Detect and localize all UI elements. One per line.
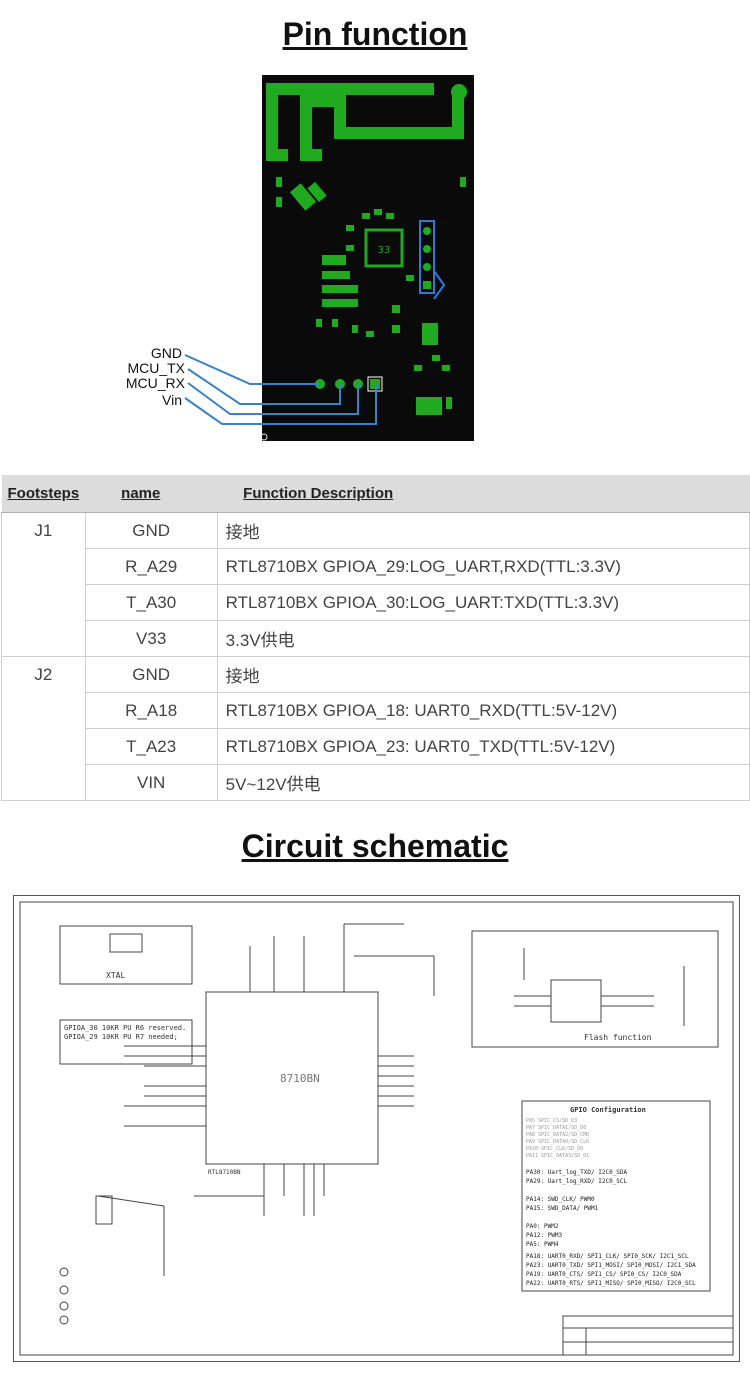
pin-label-mcu-rx: MCU_RX [125,375,185,391]
svg-text:PA18: UART0_RXD/ SPI1_CLK/ SPI: PA18: UART0_RXD/ SPI1_CLK/ SPI0_SCK/ I2C… [526,1253,689,1260]
footstep-cell: J1 [1,512,86,657]
svg-text:PA29: Uart_log_RXD/ I2C0_SCL: PA29: Uart_log_RXD/ I2C0_SCL [526,1178,628,1185]
xtal-label: XTAL [106,971,125,980]
flash-function-label: Flash function [584,1033,652,1042]
svg-text:PA5 SPIC_CS/SD_D3: PA5 SPIC_CS/SD_D3 [526,1118,577,1124]
svg-text:PA30: Uart_log_TXD/ I2C0_SDA: PA30: Uart_log_TXD/ I2C0_SDA [526,1169,628,1176]
svg-text:PA5: PWM4: PA5: PWM4 [526,1241,559,1248]
desc-cell: RTL8710BX GPIOA_23: UART0_TXD(TTL:5V-12V… [216,728,750,765]
circuit-schematic-title: Circuit schematic [241,828,509,864]
name-cell: GND [84,656,218,693]
table-row: V33 3.3V供电 [2,620,750,657]
header-name: name [85,475,218,513]
header-function-description: Function Description [217,475,750,513]
footstep-cell: J2 [1,656,86,801]
desc-cell: 接地 [216,512,750,549]
note-line-2: GPIOA_29 10KR PU R7 needed; [64,1033,178,1041]
chip-label: 8710BN [280,1072,320,1085]
pin-label-gnd: GND [150,345,182,361]
table-row: J1 GND 接地 [1,512,750,657]
gpio-config-lines: PA30: Uart_log_TXD/ I2C0_SDA PA29: Uart_… [526,1169,696,1287]
svg-text:PA15: SWD_DATA/ PWM1: PA15: SWD_DATA/ PWM1 [526,1205,599,1212]
svg-text:PA9 SPIC_DATA0/SD_CLK: PA9 SPIC_DATA0/SD_CLK [526,1139,589,1145]
svg-text:PA23: UART0_TXD/ SPI1_MOSI/ SP: PA23: UART0_TXD/ SPI1_MOSI/ SPI0_MOSI/ I… [526,1262,696,1269]
svg-text:PA12: PWM3: PA12: PWM3 [526,1232,563,1239]
desc-cell: RTL8710BX GPIOA_30:LOG_UART:TXD(TTL:3.3V… [216,584,750,621]
pin-label-vin: Vin [162,392,182,408]
name-cell: R_A29 [84,548,218,585]
table-row: R_A18 RTL8710BX GPIOA_18: UART0_RXD(TTL:… [2,692,750,729]
name-cell: T_A30 [84,584,218,621]
note-line-1: GPIOA_30 10KR PU R6 reserved. [64,1024,186,1032]
svg-text:PA14: SWD_CLK/ PWM0: PA14: SWD_CLK/ PWM0 [526,1196,595,1203]
pin-label-mcu-tx: MCU_TX [127,360,185,376]
desc-cell: 接地 [216,656,750,693]
gpio-faint-lines: PA5 SPIC_CS/SD_D3 PA7 SPIC_DATA1/SD_D0 P… [526,1118,589,1159]
name-cell: R_A18 [84,692,218,729]
name-cell: T_A23 [84,728,218,765]
table-row: J2 GND 接地 [1,656,750,801]
circuit-schematic-image: XTAL Flash function GPIOA_30 10KR PU R6 … [13,895,740,1362]
svg-text:PA0: PWM2: PA0: PWM2 [526,1223,559,1230]
pcb-chip-label: 33 [378,245,391,256]
header-footsteps: Footsteps [1,475,86,513]
table-row: VIN 5V~12V供电 [2,764,750,801]
name-cell: V33 [84,620,218,657]
chip-part-label: RTL8710BN [208,1169,241,1176]
pcb-board-image: 33 [260,75,474,441]
svg-text:PA11 SPIC_DATA3/SD_D1: PA11 SPIC_DATA3/SD_D1 [526,1153,589,1159]
svg-text:PA19: UART0_CTS/ SPI1_CS/ SPI0: PA19: UART0_CTS/ SPI1_CS/ SPI0_CS/ I2C0_… [526,1271,682,1278]
desc-cell: 3.3V供电 [216,620,750,657]
svg-text:PA22: UART0_RTS/ SPI1_MISO/ SP: PA22: UART0_RTS/ SPI1_MISO/ SPI0_MISO/ I… [526,1280,696,1287]
table-header-row: Footsteps name Function Description [1,475,750,513]
table-row: R_A29 RTL8710BX GPIOA_29:LOG_UART,RXD(TT… [2,548,750,585]
desc-cell: RTL8710BX GPIOA_29:LOG_UART,RXD(TTL:3.3V… [216,548,750,585]
pin-function-table: Footsteps name Function Description J1 G… [1,475,750,801]
pin-leader-lines [184,354,377,425]
gpio-config-title: GPIO Configuration [570,1106,646,1114]
svg-text:PA7 SPIC_DATA1/SD_D0: PA7 SPIC_DATA1/SD_D0 [526,1125,586,1131]
table-row: T_A23 RTL8710BX GPIOA_23: UART0_TXD(TTL:… [2,728,750,765]
name-cell: VIN [84,764,218,801]
name-cell: GND [84,512,218,549]
desc-cell: RTL8710BX GPIOA_18: UART0_RXD(TTL:5V-12V… [216,692,750,729]
table-row: T_A30 RTL8710BX GPIOA_30:LOG_UART:TXD(TT… [2,584,750,621]
svg-text:PA8 SPIC_DATA2/SD_CMD: PA8 SPIC_DATA2/SD_CMD [526,1132,589,1138]
desc-cell: 5V~12V供电 [216,764,750,801]
pin-function-title: Pin function [282,16,468,52]
svg-text:PA10 SPIC_CLK/SD_D0: PA10 SPIC_CLK/SD_D0 [526,1146,583,1152]
